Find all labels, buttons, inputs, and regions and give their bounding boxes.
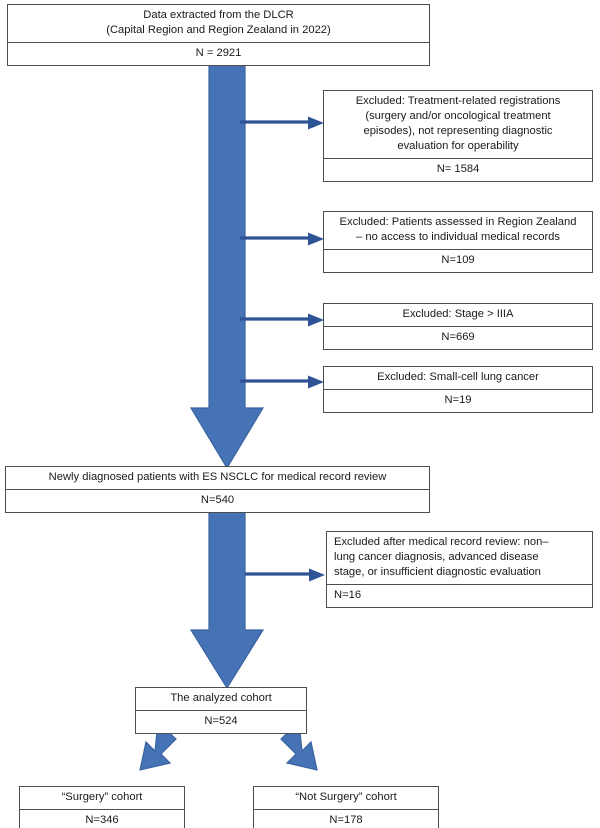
exclusion-box-stage-above-iiia-count: N=669 — [441, 331, 475, 343]
exclusion-box-treatment-related: Excluded: Treatment-related registration… — [323, 90, 593, 182]
exclusion-connector-arrow-4 — [240, 375, 324, 389]
exclusion-box-region-zealand-count: N=109 — [441, 254, 475, 266]
exclusion-title-line: evaluation for operability — [397, 140, 519, 152]
exclusion-title-line: Excluded after medical record review: no… — [334, 536, 549, 548]
exclusion-title-line: Excluded: Treatment-related registration… — [355, 95, 561, 107]
node-not-surgery-cohort-count: N=178 — [329, 814, 363, 826]
fork-arrow-right — [280, 720, 337, 782]
node-source-title: Data extracted from the DLCR (Capital Re… — [8, 5, 429, 43]
exclusion-box-treatment-related-count: N= 1584 — [436, 163, 480, 175]
exclusion-box-after-record-review: Excluded after medical record review: no… — [326, 531, 593, 608]
exclusion-connector-arrow-2 — [240, 232, 324, 246]
secondary-arrow-polygon — [189, 509, 265, 690]
node-surgery-cohort-title: “Surgery” cohort — [20, 787, 184, 810]
main-flow-arrow-down — [189, 55, 265, 470]
node-analyzed-cohort-title: The analyzed cohort — [136, 688, 306, 711]
exclusion-title-line: lung cancer diagnosis, advanced disease — [334, 551, 539, 563]
exclusion-title-line: Excluded: Stage > IIIA — [402, 308, 514, 320]
exclusion-box-after-record-review-title: Excluded after medical record review: no… — [327, 532, 592, 585]
exclusion-box-small-cell-count: N=19 — [444, 394, 472, 406]
node-source: Data extracted from the DLCR (Capital Re… — [7, 4, 430, 66]
node-surgery-cohort-count: N=346 — [85, 814, 119, 826]
exclusion-box-treatment-related-title: Excluded: Treatment-related registration… — [324, 91, 592, 159]
secondary-flow-arrow-down — [189, 509, 265, 690]
node-eligible: Newly diagnosed patients with ES NSCLC f… — [5, 466, 430, 513]
exclusion-box-region-zealand-title: Excluded: Patients assessed in Region Ze… — [324, 212, 592, 250]
exclusion-title-line: Excluded: Small-cell lung cancer — [377, 371, 539, 383]
main-arrow-polygon — [189, 55, 265, 470]
fork-arrow-right-polygon — [280, 720, 318, 771]
exclusion-title-line: – no access to individual medical record… — [356, 231, 560, 243]
exclusion-box-stage-above-iiia-title: Excluded: Stage > IIIA — [324, 304, 592, 327]
fork-arrow-left — [120, 720, 177, 782]
exclusion-connector-arrow-1 — [240, 116, 324, 130]
node-not-surgery-cohort: “Not Surgery” cohort N=178 — [253, 786, 439, 828]
exclusion-connector-arrow-3 — [240, 313, 324, 327]
exclusion-title-line: (surgery and/or oncological treatment — [365, 110, 551, 122]
node-analyzed-cohort-count: N=524 — [204, 715, 238, 727]
node-source-title-line1: Data extracted from the DLCR — [143, 9, 294, 21]
exclusion-box-small-cell: Excluded: Small-cell lung cancer N=19 — [323, 366, 593, 413]
exclusion-title-line: episodes), not representing diagnostic — [363, 125, 553, 137]
exclusion-title-line: Excluded: Patients assessed in Region Ze… — [339, 216, 577, 228]
exclusion-box-small-cell-title: Excluded: Small-cell lung cancer — [324, 367, 592, 390]
exclusion-box-after-record-review-count: N=16 — [334, 589, 362, 601]
exclusion-title-line: stage, or insufficient diagnostic evalua… — [334, 566, 541, 578]
node-surgery-cohort: “Surgery” cohort N=346 — [19, 786, 185, 828]
node-eligible-count: N=540 — [200, 494, 235, 506]
exclusion-box-region-zealand: Excluded: Patients assessed in Region Ze… — [323, 211, 593, 273]
node-analyzed-cohort: The analyzed cohort N=524 — [135, 687, 307, 734]
node-not-surgery-cohort-title: “Not Surgery” cohort — [254, 787, 438, 810]
fork-arrow-left-polygon — [139, 720, 177, 771]
node-source-title-line2: (Capital Region and Region Zealand in 20… — [106, 24, 331, 36]
node-source-count: N = 2921 — [195, 47, 242, 59]
exclusion-box-stage-above-iiia: Excluded: Stage > IIIA N=669 — [323, 303, 593, 350]
exclusion-connector-arrow-5 — [245, 568, 325, 582]
node-eligible-title: Newly diagnosed patients with ES NSCLC f… — [6, 467, 429, 490]
